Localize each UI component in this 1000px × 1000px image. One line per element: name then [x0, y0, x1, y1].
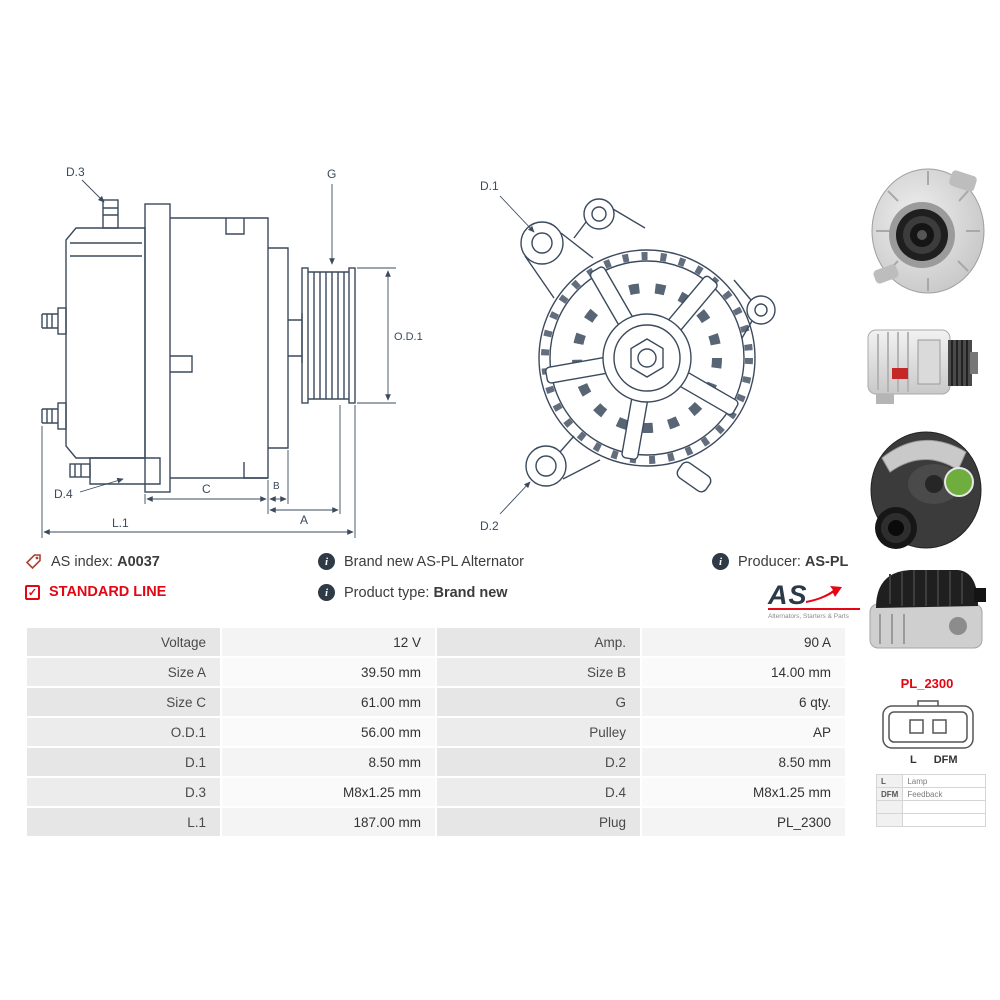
plug-pin-labels: L DFM — [880, 754, 976, 766]
spec-label: L.1 — [25, 806, 222, 838]
spec-row: D.3 M8x1.25 mm D.4 M8x1.25 mm — [25, 776, 847, 808]
checkbox-icon: ✓ — [25, 584, 40, 600]
as-index-value: A0037 — [117, 553, 160, 570]
front-view-technical-drawing: D.1 D.2 — [480, 179, 776, 533]
info-block-right: i Producer: AS-PL — [712, 553, 848, 584]
logo-text: AS — [768, 580, 808, 610]
spec-value: 6 qty. — [640, 686, 847, 718]
legend-desc: Feedback — [902, 787, 986, 801]
dim-label-l1: L.1 — [112, 516, 129, 530]
brand-new-text: Brand new AS-PL Alternator — [344, 553, 525, 570]
dim-label-c: C — [202, 482, 211, 496]
dim-label-od1: O.D.1 — [394, 331, 423, 343]
dim-label-d1: D.1 — [480, 179, 499, 193]
product-type-value: Brand new — [433, 584, 508, 601]
spec-value: 8.50 mm — [220, 746, 437, 778]
spec-value: 90 A — [640, 626, 847, 658]
spec-label: D.4 — [435, 776, 642, 808]
product-photo-side — [862, 310, 992, 415]
product-photo-rear — [862, 558, 992, 666]
spec-label: Size A — [25, 656, 222, 688]
legend-key — [875, 800, 904, 814]
legend-desc — [902, 813, 986, 827]
legend-key — [875, 813, 904, 827]
info-icon: i — [318, 553, 335, 570]
pin-label-l: L — [910, 754, 917, 766]
spec-value: M8x1.25 mm — [220, 776, 437, 808]
spec-label: Size C — [25, 686, 222, 718]
spec-value: 39.50 mm — [220, 656, 437, 688]
legend-key: DFM — [875, 787, 904, 801]
info-icon: i — [318, 584, 335, 601]
standard-line-label: STANDARD LINE — [49, 584, 167, 600]
standard-line-row: ✓ STANDARD LINE — [25, 584, 166, 600]
legend-row: DFM Feedback — [875, 787, 986, 801]
side-view-technical-drawing: D.3 D.4 G O.D.1 C B A L.1 — [41, 165, 423, 538]
spec-label: Amp. — [435, 626, 642, 658]
logo-tagline: Alternators, Starters & Parts — [768, 613, 849, 620]
spec-value: 8.50 mm — [640, 746, 847, 778]
spec-label: Size B — [435, 656, 642, 688]
spec-label: D.2 — [435, 746, 642, 778]
spec-row: O.D.1 56.00 mm Pulley AP — [25, 716, 847, 748]
spec-row: Voltage 12 V Amp. 90 A — [25, 626, 847, 658]
spec-label: Pulley — [435, 716, 642, 748]
spec-value: 14.00 mm — [640, 656, 847, 688]
spec-label: Voltage — [25, 626, 222, 658]
spec-value: 56.00 mm — [220, 716, 437, 748]
spec-row: D.1 8.50 mm D.2 8.50 mm — [25, 746, 847, 778]
producer-row: i Producer: AS-PL — [712, 553, 848, 570]
spec-value: PL_2300 — [640, 806, 847, 838]
legend-desc — [902, 800, 986, 814]
dim-label-d4: D.4 — [54, 487, 73, 501]
product-type-row: i Product type: Brand new — [318, 584, 524, 601]
dim-label-g: G — [327, 167, 336, 181]
info-icon: i — [712, 553, 729, 570]
legend-row — [875, 813, 986, 827]
dim-label-b: B — [273, 481, 280, 492]
plug-code: PL_2300 — [900, 676, 954, 691]
dim-label-a: A — [300, 513, 308, 527]
dim-label-d3: D.3 — [66, 165, 85, 179]
dim-label-d2: D.2 — [480, 519, 499, 533]
producer-value: AS-PL — [804, 553, 849, 570]
spec-label: G — [435, 686, 642, 718]
producer-label: Producer: — [738, 553, 801, 570]
product-photo-angled — [862, 418, 992, 556]
spec-value: 61.00 mm — [220, 686, 437, 718]
spec-value: M8x1.25 mm — [640, 776, 847, 808]
brand-new-row: i Brand new AS-PL Alternator — [318, 553, 524, 570]
spec-row: Size C 61.00 mm G 6 qty. — [25, 686, 847, 718]
spec-value: AP — [640, 716, 847, 748]
spec-row: Size A 39.50 mm Size B 14.00 mm — [25, 656, 847, 688]
spec-label: D.1 — [25, 746, 222, 778]
plug-legend-table: L Lamp DFM Feedback — [875, 774, 986, 827]
legend-key: L — [875, 774, 904, 788]
spec-label: Plug — [435, 806, 642, 838]
spec-label: O.D.1 — [25, 716, 222, 748]
spec-value: 12 V — [220, 626, 437, 658]
legend-desc: Lamp — [902, 774, 986, 788]
spec-row: L.1 187.00 mm Plug PL_2300 — [25, 806, 847, 838]
info-block-left: AS index: A0037 ✓ STANDARD LINE — [25, 553, 166, 614]
plug-connector-diagram — [882, 700, 974, 749]
legend-row: L Lamp — [875, 774, 986, 788]
legend-row — [875, 800, 986, 814]
product-photo-front — [862, 155, 992, 305]
spec-label: D.3 — [25, 776, 222, 808]
logo-arrow-icon — [805, 586, 842, 603]
as-index-row: AS index: A0037 — [25, 553, 166, 570]
spec-value: 187.00 mm — [220, 806, 437, 838]
spec-table: Voltage 12 V Amp. 90 A Size A 39.50 mm S… — [25, 626, 847, 838]
info-block-center: i Brand new AS-PL Alternator i Product t… — [318, 553, 524, 615]
logo-underline — [768, 608, 860, 610]
tag-icon — [25, 554, 41, 570]
as-pl-logo: AS Alternators, Starters & Parts — [768, 582, 860, 620]
pin-label-dfm: DFM — [933, 754, 958, 766]
as-index-label: AS index: — [51, 553, 114, 570]
product-type-label: Product type: — [344, 584, 430, 601]
